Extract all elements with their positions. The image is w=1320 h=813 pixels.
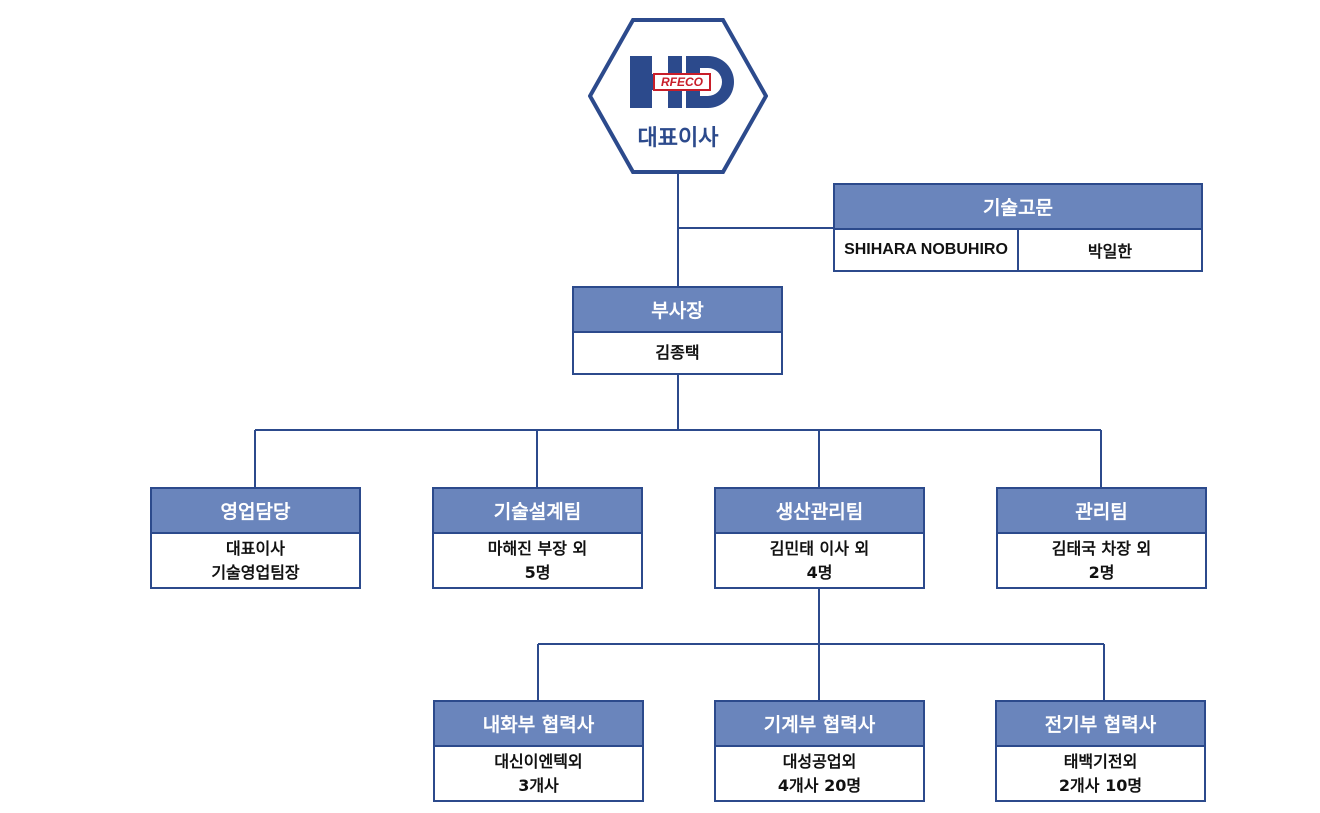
vp-title: 부사장 [574,288,781,333]
team-line-1: 마해진 부장 외 [487,538,588,558]
partner-title: 기계부 협력사 [716,702,923,747]
partner-line-1: 대성공업외 [782,751,857,771]
team-title: 기술설계팀 [434,489,641,534]
team-box-sales: 영업담당 대표이사 기술영업팀장 [150,487,361,589]
partner-line-2: 4개사 20명 [777,775,862,795]
team-line-2: 2명 [1088,562,1115,582]
partner-title: 전기부 협력사 [997,702,1204,747]
vp-box: 부사장 김종택 [572,286,783,375]
vp-name: 김종택 [574,333,781,373]
team-box-admin: 관리팀 김태국 차장 외 2명 [996,487,1207,589]
logo-brand-text: RFECO [653,73,711,91]
partner-box-electrical: 전기부 협력사 태백기전외 2개사 10명 [995,700,1206,802]
team-line-1: 대표이사 [226,538,285,558]
team-title: 영업담당 [152,489,359,534]
team-line-2: 4명 [806,562,833,582]
team-line-1: 김태국 차장 외 [1051,538,1152,558]
advisor-title: 기술고문 [835,185,1201,230]
partner-line-1: 태백기전외 [1063,751,1138,771]
partner-box-refractory: 내화부 협력사 대신이엔텍외 3개사 [433,700,644,802]
team-title: 관리팀 [998,489,1205,534]
team-line-2: 5명 [524,562,551,582]
advisor-member-1: SHIHARA NOBUHIRO [835,230,1019,270]
partner-line-2: 3개사 [518,775,559,795]
partner-box-mechanical: 기계부 협력사 대성공업외 4개사 20명 [714,700,925,802]
team-line-1: 김민태 이사 외 [769,538,870,558]
partner-title: 내화부 협력사 [435,702,642,747]
partner-line-1: 대신이엔텍외 [494,751,583,771]
team-box-design: 기술설계팀 마해진 부장 외 5명 [432,487,643,589]
ceo-title: 대표이사 [637,126,719,151]
team-title: 생산관리팀 [716,489,923,534]
vp-name-text: 김종택 [655,343,700,362]
advisor-member-2: 박일한 [1087,242,1133,261]
partner-line-2: 2개사 10명 [1058,775,1143,795]
team-line-2: 기술영업팀장 [211,562,300,582]
advisor-box: 기술고문 SHIHARA NOBUHIRO 박일한 [833,183,1203,272]
team-box-production: 생산관리팀 김민태 이사 외 4명 [714,487,925,589]
